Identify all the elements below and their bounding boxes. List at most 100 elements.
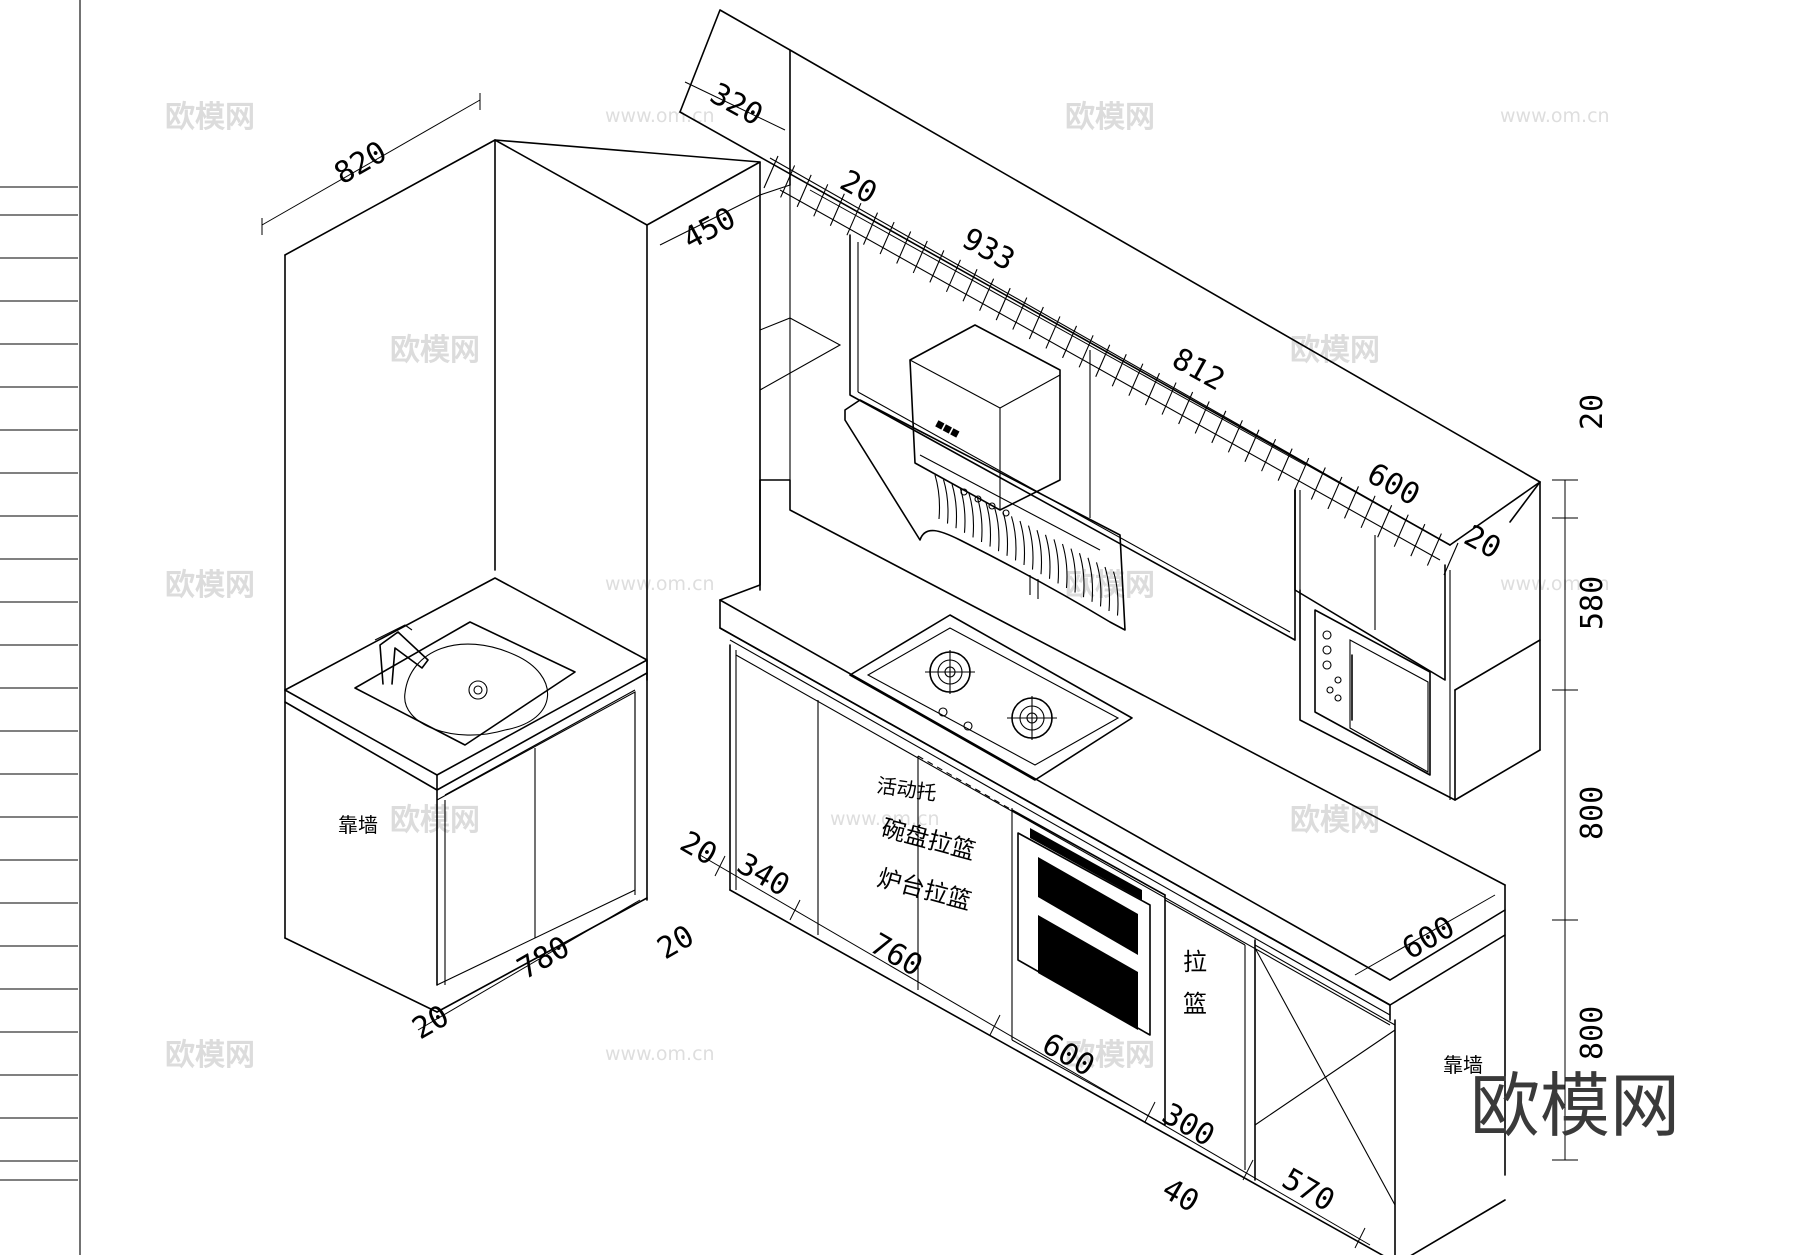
hatch-line	[1078, 335, 1094, 368]
gas-cooktop	[849, 614, 1133, 781]
watermark-url: www.om.cn	[830, 808, 940, 830]
dim-height-mid: 800	[1575, 786, 1610, 840]
title-block-strip	[0, 0, 81, 1255]
hood-vent-line	[1104, 566, 1111, 612]
sink-cabinet	[284, 577, 648, 1013]
hatch-line	[846, 202, 862, 236]
hatch-line	[1161, 382, 1177, 415]
hatch-line	[1111, 353, 1127, 387]
watermark-brand: 欧模网	[165, 568, 255, 603]
hood-vent-line	[1095, 562, 1102, 607]
hatch-line	[1393, 514, 1409, 547]
hatch-line	[1261, 438, 1277, 472]
hatch-line	[1178, 391, 1194, 425]
hatch-line	[1062, 325, 1078, 359]
hatch-line	[813, 184, 829, 217]
dimension-lines	[261, 81, 1578, 1249]
hatch-line	[1426, 533, 1442, 566]
dimension-labels: 820 320 450 20 933 812 600 20 20 580 800…	[329, 76, 1611, 1220]
hatch-line	[1128, 363, 1144, 396]
watermark-url: www.om.cn	[605, 1043, 715, 1065]
hood-vent-line	[1078, 553, 1085, 598]
dim-tick	[1242, 1159, 1254, 1181]
hatch-line	[1028, 306, 1044, 340]
hatch-line	[1045, 316, 1061, 349]
hatch-line	[780, 165, 796, 198]
dim-sink-base-width: 780	[512, 930, 576, 987]
hood-vent-line	[993, 507, 1000, 552]
hatch-line	[1095, 344, 1111, 378]
hatch-line	[1294, 457, 1310, 491]
hatch-line	[1227, 420, 1243, 453]
watermark-url: www.om.cn	[605, 573, 715, 595]
countertop	[719, 479, 1506, 1021]
watermark-url: www.om.cn	[605, 105, 715, 127]
hood-vent-line	[1053, 539, 1060, 584]
watermark-brand: 欧模网	[1290, 803, 1380, 838]
hood-vent-line	[1002, 511, 1009, 556]
hatch-line	[1343, 486, 1359, 519]
hatch-line	[979, 278, 995, 311]
hood-vent-line	[1087, 557, 1094, 602]
hood-vent-line	[1044, 534, 1051, 579]
watermark-brand: 欧模网	[1290, 333, 1380, 368]
dim-gap-top: 20	[834, 163, 883, 211]
hatch-line	[1360, 495, 1376, 529]
hood-vent-line	[942, 479, 949, 524]
dim-right-gap: 20	[1458, 518, 1507, 566]
hatch-line	[1012, 297, 1028, 330]
hatch-line	[1327, 476, 1343, 510]
dim-counter-depth: 600	[1397, 910, 1461, 967]
dim-height-upper: 580	[1575, 576, 1610, 630]
hatch-line	[929, 250, 945, 283]
watermark-brand: 欧模网	[1065, 1038, 1155, 1073]
note-stove-basket: 炉台拉篮	[874, 864, 974, 916]
hatch-line	[1144, 372, 1160, 406]
dim-tick	[1144, 1101, 1156, 1123]
watermark-brand: 欧模网	[1065, 100, 1155, 135]
hatch-line	[1194, 401, 1210, 434]
hatch-line	[1410, 523, 1426, 557]
hatch-line	[1443, 542, 1459, 576]
note-wall-left: 靠墙	[338, 813, 378, 837]
watermark-url: www.om.cn	[1500, 573, 1610, 595]
dim-base-3: 600	[1036, 1027, 1100, 1084]
hatch-line	[879, 221, 895, 255]
hatch-line	[1277, 448, 1293, 481]
dim-height-base: 800	[1575, 1006, 1610, 1060]
hatch-line	[896, 231, 912, 264]
watermark-brand: 欧模网	[390, 333, 480, 368]
hatch-line	[763, 155, 779, 189]
base-cabinets	[729, 644, 1506, 1255]
dim-upper-2: 812	[1166, 341, 1230, 398]
watermark-url: www.om.cn	[1500, 105, 1610, 127]
hatch-line	[945, 259, 961, 293]
range-hood: ■■■	[844, 324, 1126, 631]
brand-logo: 欧模网	[1470, 1065, 1680, 1147]
dim-height-top-gap: 20	[1575, 394, 1610, 430]
note-wall-right: 靠墙	[1443, 1053, 1483, 1077]
watermarks: 欧模网 www.om.cn 欧模网 www.om.cn 欧模网 欧模网 欧模网 …	[165, 100, 1610, 1073]
hatch-line	[796, 174, 812, 208]
hatch-line	[912, 240, 928, 274]
hatch-line	[1244, 429, 1260, 462]
hood-vent-line	[976, 497, 983, 543]
watermark-brand: 欧模网	[165, 100, 255, 135]
note-movable-shelf: 活动托	[875, 773, 938, 805]
hood-vent-line	[1112, 571, 1119, 616]
note-pull: 拉	[1183, 948, 1207, 976]
sink	[354, 621, 576, 746]
dim-base-gap: 20	[674, 825, 723, 873]
hood-vent-line	[985, 502, 992, 547]
hood-vent-line	[968, 493, 975, 538]
note-basket: 篮	[1183, 990, 1207, 1018]
hatch-line	[995, 287, 1011, 321]
dim-tall-depth: 820	[329, 135, 393, 192]
hatch-line	[1211, 410, 1227, 444]
dim-base-5: 570	[1276, 1162, 1340, 1219]
hood-vent-line	[1070, 548, 1077, 593]
dim-sink-gap-right: 20	[652, 919, 701, 967]
hood-vent-line	[1019, 520, 1026, 566]
watermark-brand: 欧模网	[390, 803, 480, 838]
